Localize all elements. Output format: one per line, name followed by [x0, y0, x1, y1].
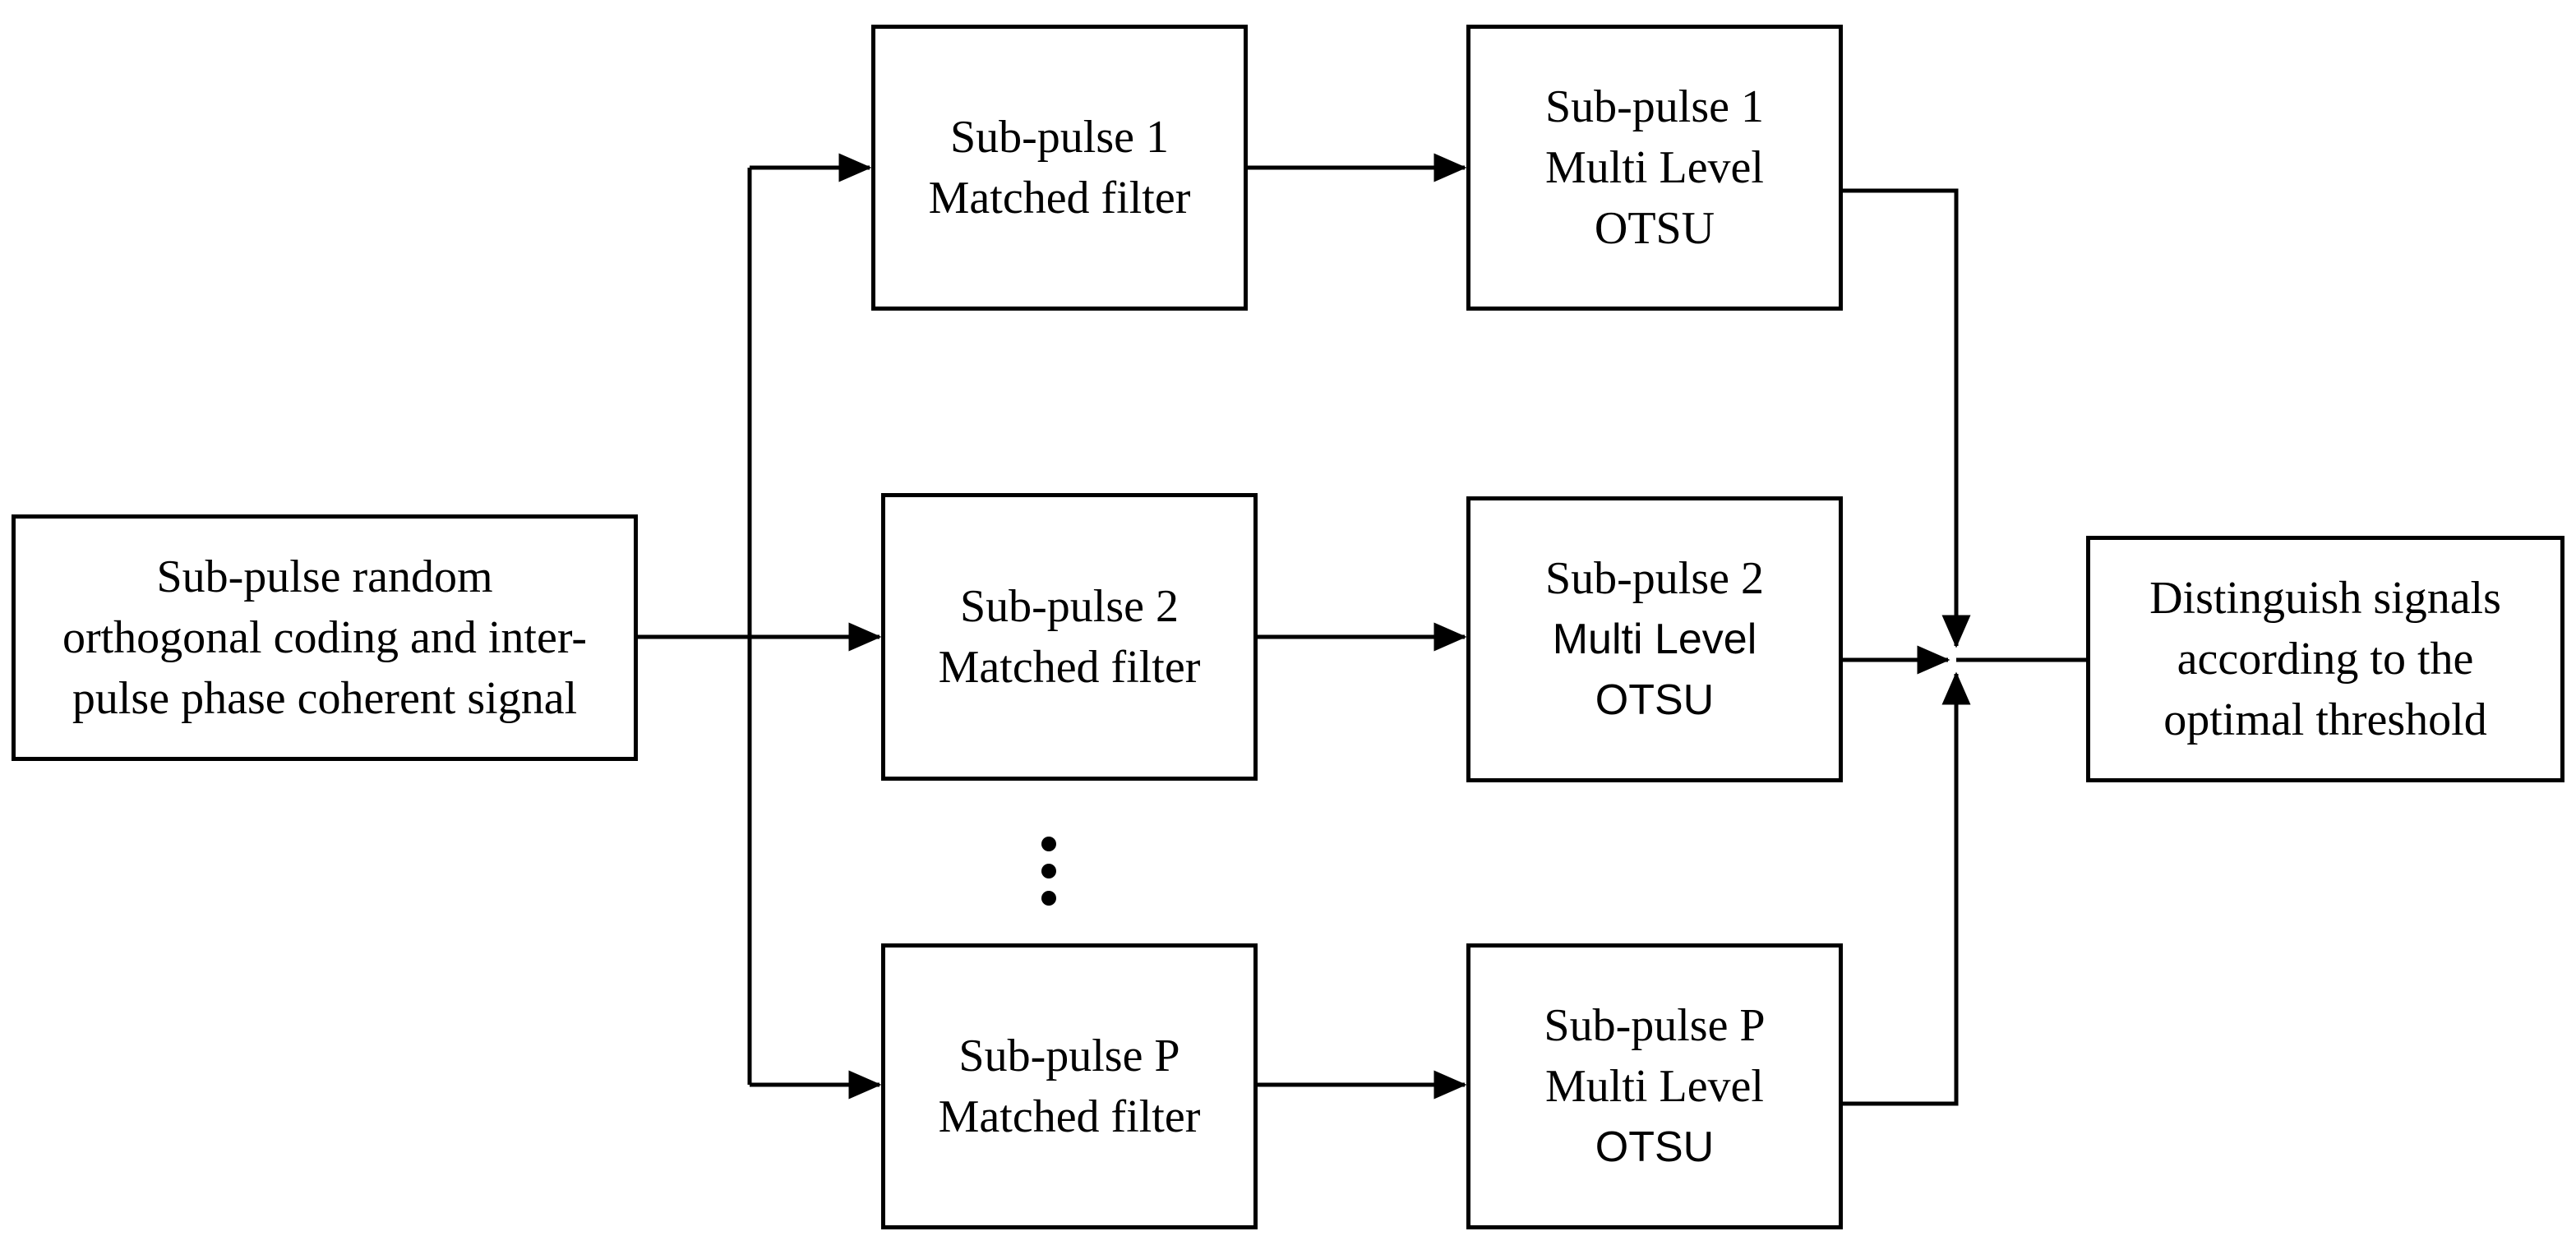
matched-filter-p-line-2: Matched filter	[938, 1091, 1201, 1142]
matched-filter-p-block: Sub-pulse P Matched filter	[881, 943, 1258, 1229]
matched-filter-1-block: Sub-pulse 1 Matched filter	[871, 25, 1248, 311]
input-signal-line-1: Sub-pulse random	[156, 551, 493, 602]
otsu-p-block: Sub-pulse P Multi Level OTSU	[1466, 943, 1843, 1229]
otsu-p-line-2: Multi Level	[1545, 1061, 1764, 1112]
ellipsis-dot	[1041, 864, 1056, 878]
output-decision-line-1: Distinguish signals	[2149, 573, 2501, 624]
otsu-1-line-3: OTSU	[1594, 203, 1715, 254]
matched-filter-2-block: Sub-pulse 2 Matched filter	[881, 493, 1258, 781]
output-decision-block: Distinguish signals according to the opt…	[2086, 536, 2564, 782]
input-signal-block: Sub-pulse random orthogonal coding and i…	[12, 514, 638, 761]
otsu-p-line-1: Sub-pulse P	[1544, 1000, 1766, 1051]
arrow-otsu-1-to-combiner	[1843, 188, 1971, 648]
arrow-otsu-p-to-combiner	[1843, 671, 1971, 1106]
matched-filter-p-line-1: Sub-pulse P	[958, 1031, 1180, 1081]
otsu-2-line-1: Sub-pulse 2	[1545, 553, 1764, 604]
otsu-1-line-1: Sub-pulse 1	[1545, 81, 1764, 132]
otsu-2-line-2: Multi Level	[1552, 616, 1757, 663]
matched-filter-2-line-1: Sub-pulse 2	[960, 581, 1179, 632]
otsu-1-line-2: Multi Level	[1545, 142, 1764, 193]
ellipsis-dot	[1041, 837, 1056, 851]
otsu-2-line-3: OTSU	[1595, 676, 1715, 724]
output-decision-line-3: optimal threshold	[2163, 694, 2487, 745]
ellipsis-dot	[1041, 891, 1056, 906]
matched-filter-1-line-1: Sub-pulse 1	[950, 112, 1169, 163]
input-signal-line-2: orthogonal coding and inter-	[62, 612, 588, 663]
otsu-1-block: Sub-pulse 1 Multi Level OTSU	[1466, 25, 1843, 311]
matched-filter-2-line-2: Matched filter	[938, 642, 1201, 693]
input-signal-line-3: pulse phase coherent signal	[72, 673, 578, 724]
output-decision-line-2: according to the	[2177, 634, 2474, 685]
otsu-p-line-3: OTSU	[1595, 1123, 1715, 1171]
otsu-2-block: Sub-pulse 2 Multi Level OTSU	[1466, 496, 1843, 782]
matched-filter-1-line-2: Matched filter	[928, 173, 1191, 224]
